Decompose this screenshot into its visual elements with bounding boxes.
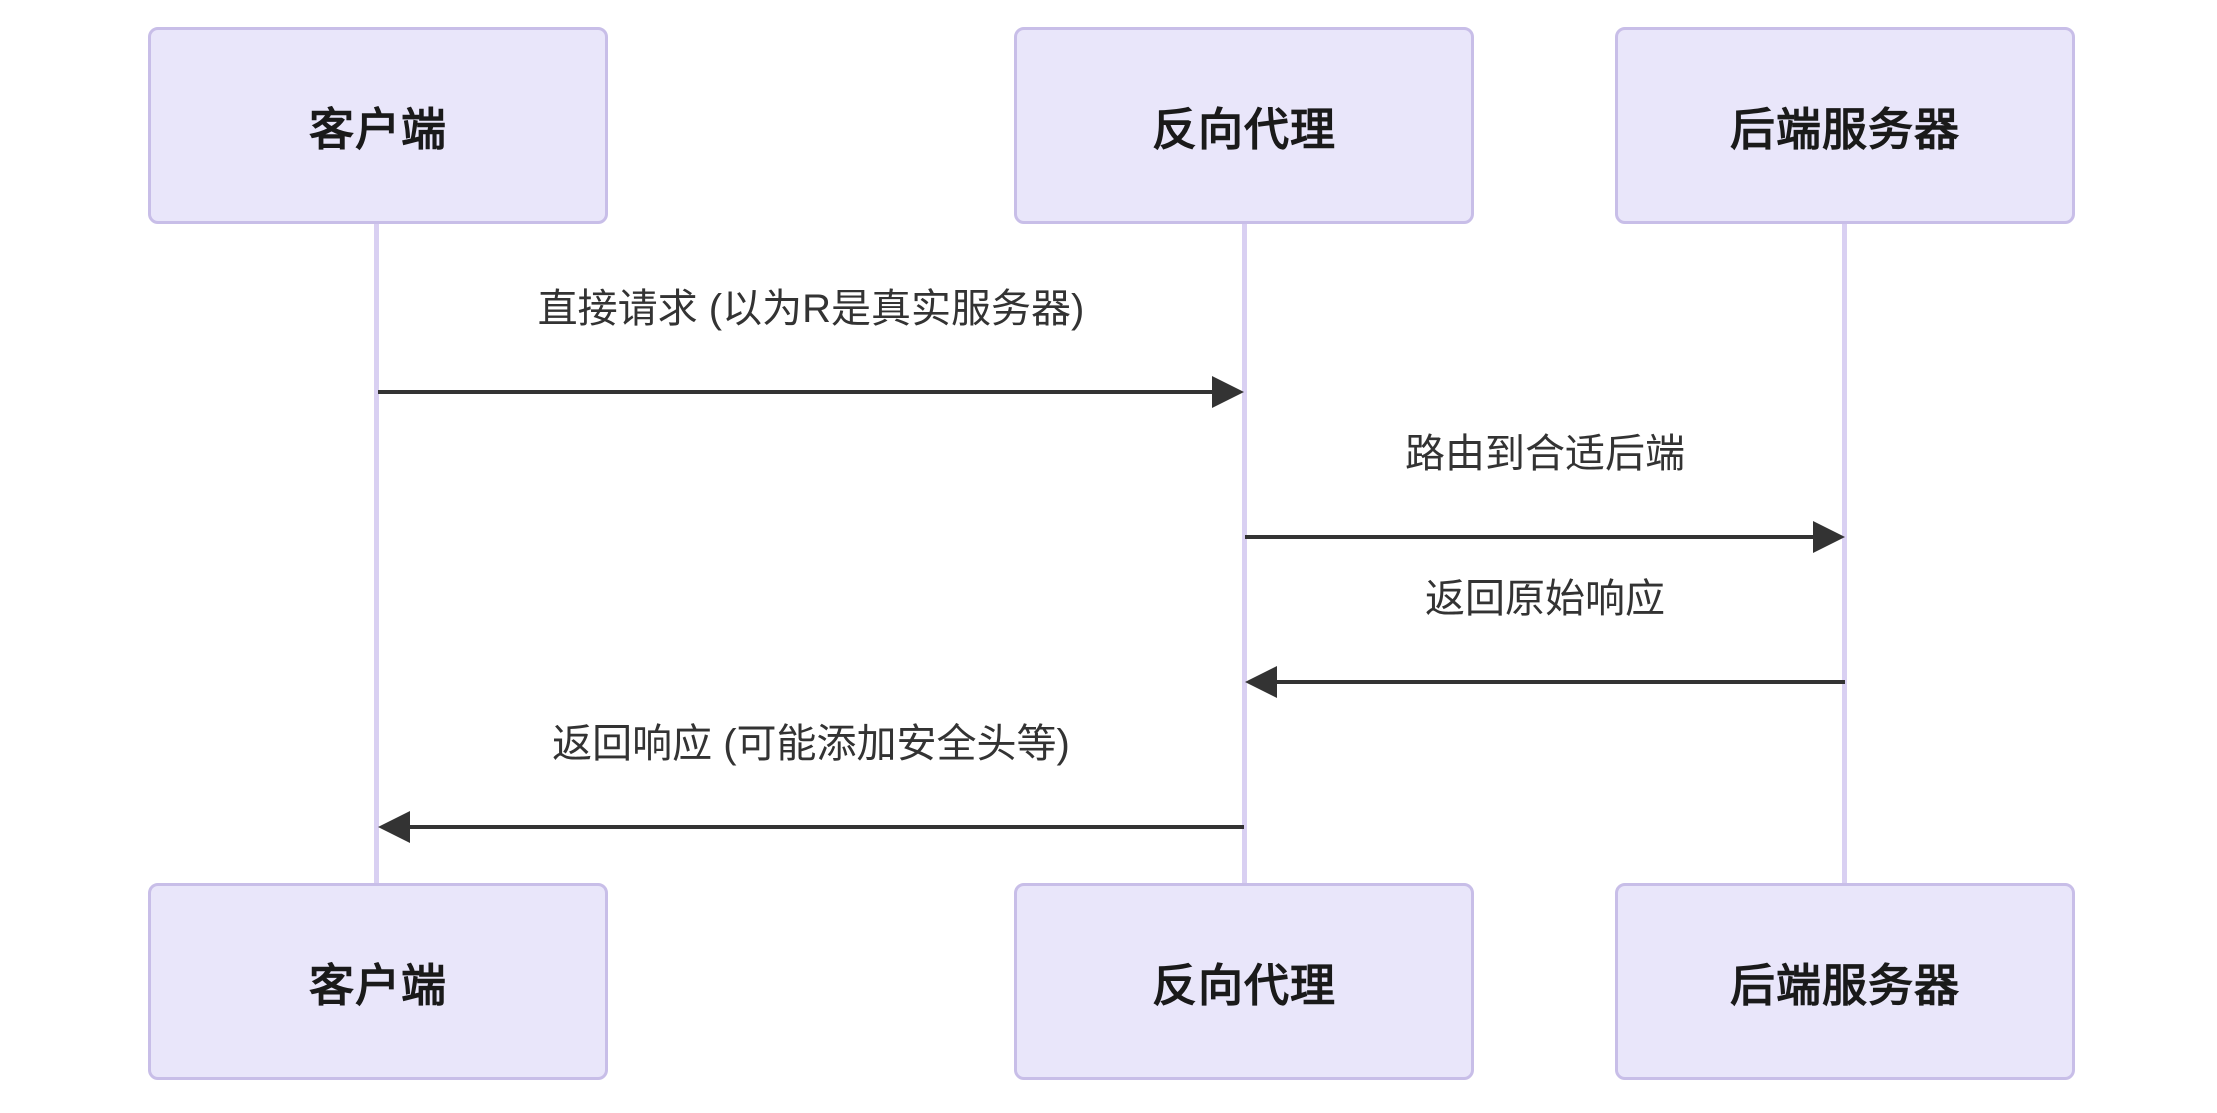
message-label-3: 返回原始响应 [1425,577,1665,621]
message-label-1: 直接请求 (以为R是真实服务器) [537,287,1085,331]
message-arrow-2 [1245,535,1813,539]
message-arrow-1 [378,390,1212,394]
message-label-2: 路由到合适后端 [1405,432,1685,476]
actor-label-client-bottom: 客户端 [308,960,447,1011]
actor-box-backend-server-top: 后端服务器 [1615,27,2075,224]
arrowhead-right-icon [1212,376,1244,408]
message-arrow-4 [410,825,1244,829]
actor-box-backend-server-bottom: 后端服务器 [1615,883,2075,1080]
actor-box-client-top: 客户端 [148,27,608,224]
lifeline-backend-server [1842,224,1847,883]
actor-label-reverse-proxy-bottom: 反向代理 [1151,960,1336,1011]
lifeline-client [374,224,379,883]
actor-box-reverse-proxy-top: 反向代理 [1014,27,1474,224]
actor-label-backend-server: 后端服务器 [1729,104,1960,155]
actor-box-reverse-proxy-bottom: 反向代理 [1014,883,1474,1080]
arrowhead-right-icon [1813,521,1845,553]
actor-label-client: 客户端 [308,104,447,155]
message-label-4: 返回响应 (可能添加安全头等) [552,722,1070,766]
arrowhead-left-icon [1245,666,1277,698]
message-arrow-3 [1277,680,1845,684]
actor-box-client-bottom: 客户端 [148,883,608,1080]
arrowhead-left-icon [378,811,410,843]
actor-label-reverse-proxy: 反向代理 [1151,104,1336,155]
actor-label-backend-server-bottom: 后端服务器 [1729,960,1960,1011]
lifeline-reverse-proxy [1242,224,1247,883]
